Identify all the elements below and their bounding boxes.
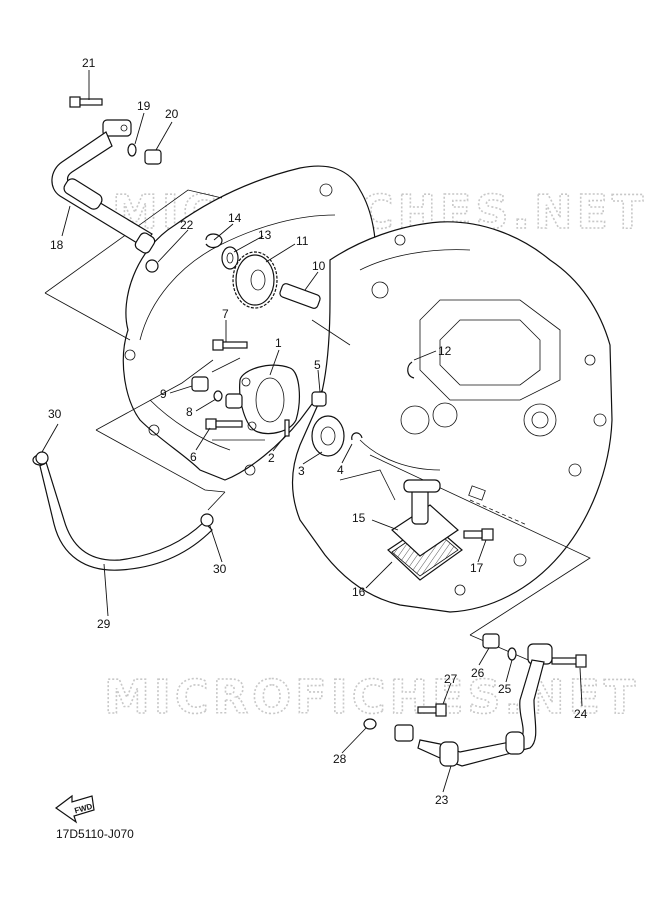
- shaft-10: [279, 283, 321, 309]
- circlip-14: [205, 233, 223, 249]
- o-ring-25: [507, 647, 517, 661]
- bolt-6: [205, 418, 243, 430]
- clamp-30-bottom: [200, 513, 214, 527]
- bolt-24: [551, 654, 587, 668]
- callout-4: 4: [337, 463, 344, 477]
- callout-25: 25: [498, 682, 512, 696]
- clamp-30-top: [35, 451, 49, 465]
- o-ring-19: [127, 143, 137, 157]
- dowel-5: [311, 391, 327, 407]
- hose-29: [32, 454, 213, 571]
- callout-20: 20: [165, 107, 179, 121]
- callout-30-top: 30: [48, 407, 62, 421]
- callout-12: 12: [438, 344, 452, 358]
- callouts: 1 2 3 4 5 6 7 8 9 10 11 12 13 14 15 16 1…: [48, 56, 588, 807]
- leader-lines: [41, 70, 583, 793]
- callout-29: 29: [97, 617, 111, 631]
- callout-11: 11: [296, 234, 309, 248]
- clamp-22: [145, 259, 159, 273]
- diagram-code: 17D5110-J070: [56, 827, 134, 841]
- callout-23: 23: [435, 793, 449, 807]
- callout-10: 10: [312, 259, 326, 273]
- callout-28: 28: [333, 752, 347, 766]
- callout-6: 6: [190, 450, 197, 464]
- bolt-21: [69, 96, 103, 108]
- callout-18: 18: [50, 238, 64, 252]
- callout-30-bottom: 30: [213, 562, 227, 576]
- bolt-17: [463, 528, 494, 541]
- callout-27: 27: [444, 672, 458, 686]
- callout-13: 13: [258, 228, 272, 242]
- forward-arrow-icon: FWD: [54, 794, 95, 824]
- o-ring-28: [363, 718, 377, 730]
- washer-13: [221, 246, 239, 270]
- callout-14: 14: [228, 211, 242, 225]
- callout-8: 8: [186, 405, 193, 419]
- callout-5: 5: [314, 358, 321, 372]
- callout-9: 9: [160, 387, 167, 401]
- pin-2: [284, 419, 290, 437]
- callout-19: 19: [137, 99, 151, 113]
- pipe-23: [394, 643, 553, 767]
- strainer-cover-15: [391, 479, 459, 557]
- callout-16: 16: [352, 585, 366, 599]
- callout-1: 1: [275, 336, 282, 350]
- circlip-12: [407, 361, 415, 379]
- callout-2: 2: [268, 451, 275, 465]
- oil-pump-1: [225, 364, 300, 435]
- crankcase-illustration: [122, 165, 613, 613]
- rotor-3: [311, 415, 345, 457]
- dowel-26: [482, 633, 500, 649]
- bolt-27: [417, 703, 447, 717]
- callout-26: 26: [471, 666, 485, 680]
- pipe-18: [51, 119, 156, 254]
- callout-15: 15: [352, 511, 366, 525]
- watermark-bottom: MICROFICHES.NET: [104, 670, 639, 724]
- circlip-4: [351, 432, 363, 441]
- bolt-7: [212, 339, 248, 351]
- callout-3: 3: [298, 464, 305, 478]
- assembly-lines: [44, 189, 591, 666]
- dowel-20: [144, 149, 162, 165]
- callout-22: 22: [180, 218, 194, 232]
- callout-21: 21: [82, 56, 96, 70]
- callout-24: 24: [574, 707, 588, 721]
- gear-11: [232, 251, 278, 309]
- o-ring-8: [213, 390, 223, 402]
- dowel-9: [191, 376, 209, 392]
- callout-7: 7: [222, 307, 229, 321]
- callout-17: 17: [470, 561, 484, 575]
